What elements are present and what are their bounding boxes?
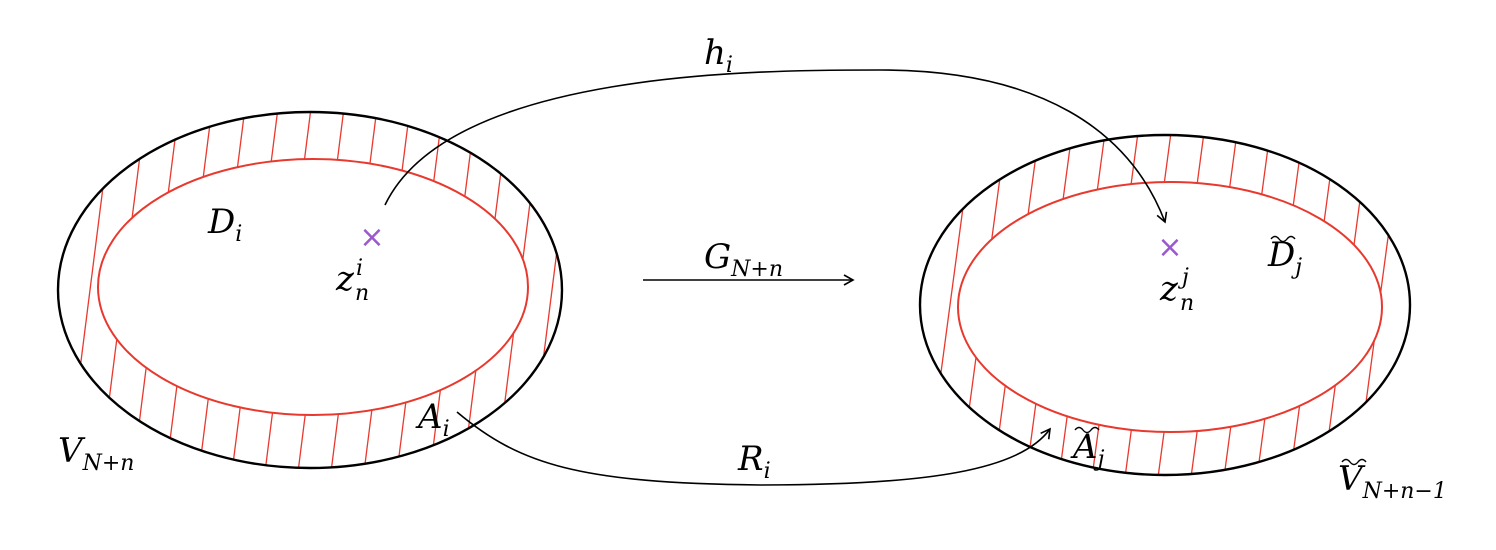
hatch-line [1156, 135, 1206, 475]
h-arrow [384, 69, 1168, 224]
hatch-line [395, 112, 445, 468]
label-g: GN+n [704, 237, 783, 282]
right-domain [860, 125, 1496, 485]
label-v-tilde: VN+n−1 [1338, 458, 1447, 504]
hatch-line [494, 112, 544, 468]
hatch-line [1255, 135, 1305, 475]
hatch-line [594, 100, 642, 480]
hatch-line [1387, 135, 1410, 475]
hatch-line [1354, 135, 1404, 475]
hatch-line [1421, 125, 1469, 485]
hatch-line [362, 112, 412, 468]
right-outer-ellipse [918, 133, 1412, 477]
hatch-line [627, 100, 675, 480]
hatch-line [98, 112, 148, 468]
hatch-line [860, 125, 908, 485]
hatch-line [0, 100, 48, 480]
hatch-line [1222, 135, 1272, 475]
hatch-line [197, 112, 247, 468]
label-d-tilde: Dj [1267, 235, 1302, 280]
hatch-line [527, 112, 562, 468]
hatch-line [296, 112, 346, 468]
hatch-line [428, 112, 478, 468]
hatch-line [263, 112, 313, 468]
hatch-line [1024, 135, 1074, 475]
hatch-line [65, 112, 115, 468]
label-r: Ri [737, 439, 771, 484]
hatch-line [991, 135, 1041, 475]
hatch-line [560, 112, 562, 468]
svg-text:Aj: Aj [1070, 427, 1105, 472]
label-v-left: VN+n [58, 431, 134, 476]
r-arrow [456, 411, 1051, 486]
right-point-marker: × [1157, 230, 1182, 265]
label-a-tilde: Aj [1070, 426, 1105, 472]
svg-text:VN+n−1: VN+n−1 [1338, 459, 1447, 504]
left-outer-ellipse [56, 110, 564, 470]
hatch-line [230, 112, 280, 468]
hatch-line [925, 135, 975, 475]
label-z-left: z i n [335, 256, 369, 306]
label-h: hi [704, 33, 733, 78]
svg-text:Dj: Dj [1267, 235, 1302, 280]
hatch-line [920, 135, 942, 475]
hatch-line [1123, 135, 1173, 475]
hatch-line [1057, 135, 1107, 475]
hatch-line [1189, 135, 1239, 475]
hatch-line [1288, 135, 1338, 475]
hatch-line [131, 112, 181, 468]
label-z-right: z j n [1159, 265, 1194, 316]
label-d-left: Di [207, 202, 242, 247]
hatch-line [164, 112, 214, 468]
right-inner-ellipse [957, 181, 1383, 433]
left-point-marker: × [359, 220, 384, 255]
left-inner-ellipse [97, 158, 529, 416]
hatch-line [1454, 125, 1496, 485]
label-a-left: Ai [415, 397, 450, 442]
